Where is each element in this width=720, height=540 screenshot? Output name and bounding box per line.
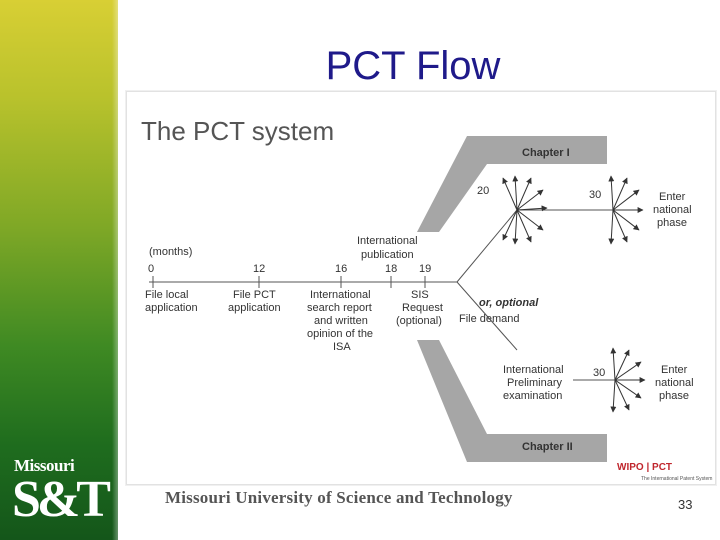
- step-sis-request: SIS Request (optional): [396, 289, 443, 327]
- intl-publication-label-2: publication: [361, 249, 414, 261]
- chapter-2-band: [417, 340, 607, 462]
- sidebar-edge: [112, 0, 118, 540]
- ch1-burst-2: [608, 175, 644, 245]
- chapter-1-label: Chapter I: [522, 147, 570, 159]
- ch1-burst-1: [502, 175, 548, 245]
- step-file-pct-line2: application: [228, 302, 281, 314]
- missouri-st-logo: Missouri S&T: [6, 452, 114, 532]
- intl-publication-label-1: International: [357, 235, 418, 247]
- slide-title: PCT Flow: [325, 44, 501, 88]
- step-file-pct-line1: File PCT: [233, 289, 276, 301]
- ipe-label: International Preliminary examination: [503, 364, 564, 402]
- enp2-line1: Enter: [661, 364, 688, 376]
- step-sis-line1: SIS: [411, 289, 429, 301]
- ipe-line2: Preliminary: [507, 377, 563, 389]
- logo-st-text: S&T: [12, 471, 111, 528]
- enp1-line1: Enter: [659, 191, 686, 203]
- tick-0: 0: [148, 263, 154, 275]
- step-intl-search-line1: International: [310, 289, 371, 301]
- ch2-burst: [610, 347, 646, 413]
- or-optional-label: or, optional: [479, 297, 539, 309]
- university-banner: Missouri University of Science and Techn…: [165, 488, 513, 507]
- step-intl-search-line2: search report: [307, 302, 372, 314]
- ipe-line1: International: [503, 364, 564, 376]
- ch1-month-20: 20: [477, 185, 489, 197]
- chapter-2-label: Chapter II: [522, 441, 573, 453]
- step-sis-line2: Request: [402, 302, 443, 314]
- enp1-line3: phase: [657, 217, 687, 229]
- step-sis-line3: (optional): [396, 315, 442, 327]
- tick-16: 16: [335, 263, 347, 275]
- step-file-local: File local application: [145, 289, 198, 314]
- enp2-line3: phase: [659, 390, 689, 402]
- pct-diagram: Chapter I Chapter II (months) 0 12 16 18…: [145, 136, 712, 482]
- branch-up-line: [456, 209, 518, 283]
- step-file-pct: File PCT application: [228, 289, 281, 314]
- enter-national-phase-2: Enter national phase: [655, 364, 694, 402]
- chapter-1-band: [417, 136, 607, 232]
- step-intl-search-line5: ISA: [333, 341, 351, 353]
- step-intl-search-line3: and written: [314, 315, 368, 327]
- figure-title: The PCT system: [141, 116, 335, 146]
- enp1-line2: national: [653, 204, 692, 216]
- file-demand-label: File demand: [459, 313, 520, 325]
- ch1-month-30: 30: [589, 189, 601, 201]
- tick-12: 12: [253, 263, 265, 275]
- enter-national-phase-1: Enter national phase: [653, 191, 692, 229]
- enp2-line2: national: [655, 377, 694, 389]
- wipo-pct-text: WIPO | PCT: [617, 462, 672, 473]
- logo-missouri-text: Missouri: [14, 456, 75, 475]
- left-sidebar: Missouri S&T: [0, 0, 118, 540]
- pct-system-figure: The PCT system Chapter I Chapter II (mon…: [126, 91, 716, 485]
- wipo-sub-text: The International Patent System: [641, 476, 712, 482]
- branch-down-line: [456, 281, 518, 351]
- tick-18: 18: [385, 263, 397, 275]
- step-intl-search-line4: opinion of the: [307, 328, 373, 340]
- tick-19: 19: [419, 263, 431, 275]
- step-intl-search: International search report and written …: [307, 289, 373, 353]
- months-label: (months): [149, 246, 192, 258]
- step-file-local-line1: File local: [145, 289, 188, 301]
- wipo-pct-logo: WIPO | PCT The International Patent Syst…: [617, 462, 712, 482]
- ch2-month-30: 30: [593, 367, 605, 379]
- ipe-line3: examination: [503, 390, 562, 402]
- step-file-local-line2: application: [145, 302, 198, 314]
- page-number: 33: [678, 497, 693, 512]
